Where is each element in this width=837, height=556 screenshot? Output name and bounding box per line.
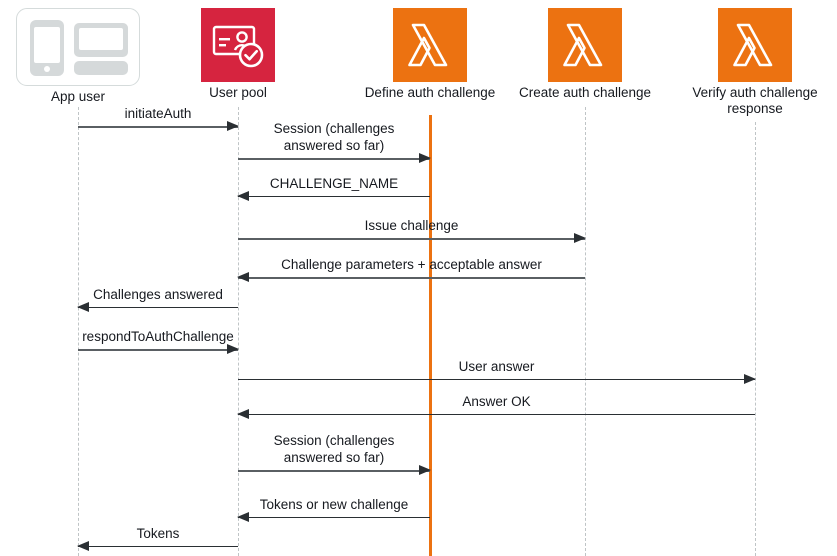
actor-app-user: App user xyxy=(3,8,153,105)
device-phone-and-desktop-icon xyxy=(16,8,140,86)
cognito-user-pool-icon xyxy=(201,8,275,82)
arrowhead-right-icon xyxy=(574,233,586,243)
actor-verify-auth-challenge-response: Verify auth challenge response xyxy=(673,8,837,117)
message-label: Challenge parameters + acceptable answer xyxy=(281,257,542,272)
actor-user-pool: User pool xyxy=(163,8,313,101)
arrowhead-left-icon xyxy=(237,191,249,201)
message-label: Tokens or new challenge xyxy=(259,497,409,512)
arrowhead-right-icon xyxy=(227,344,239,354)
lifeline-create-auth-challenge xyxy=(585,107,586,556)
phone-icon xyxy=(30,20,64,76)
actor-create-auth-challenge: Create auth challenge xyxy=(505,8,665,101)
message-label: User answer xyxy=(458,359,535,374)
lifeline-user-pool xyxy=(238,107,239,556)
aws-lambda-icon xyxy=(393,8,467,82)
message-label: CHALLENGE_NAME xyxy=(269,176,399,191)
message-label: initiateAuth xyxy=(124,106,192,121)
arrowhead-left-icon xyxy=(77,302,89,312)
monitor-icon xyxy=(74,23,128,57)
message-label: Answer OK xyxy=(462,394,531,409)
actor-label-user-pool: User pool xyxy=(209,85,267,100)
arrowhead-left-icon xyxy=(77,541,89,551)
message-label: Issue challenge xyxy=(364,218,459,233)
keyboard-icon xyxy=(74,61,128,75)
arrowhead-right-icon xyxy=(227,121,239,131)
aws-lambda-icon xyxy=(548,8,622,82)
actor-label-verify-auth-challenge-response: Verify auth challenge response xyxy=(692,85,818,116)
message-label: respondToAuthChallenge xyxy=(82,329,234,344)
arrowhead-left-icon xyxy=(237,272,249,282)
aws-lambda-icon xyxy=(718,8,792,82)
lifeline-app-user xyxy=(78,107,79,556)
message-label: Session (challenges answered so far) xyxy=(273,121,395,153)
actor-label-define-auth-challenge: Define auth challenge xyxy=(364,85,496,100)
arrowhead-right-icon xyxy=(419,465,431,475)
actor-label-create-auth-challenge: Create auth challenge xyxy=(518,85,652,100)
actor-define-auth-challenge: Define auth challenge xyxy=(350,8,510,101)
arrowhead-left-icon xyxy=(237,512,249,522)
lifeline-define-auth-challenge xyxy=(429,115,432,556)
actor-label-app-user: App user xyxy=(50,89,106,104)
lifeline-verify-auth-challenge-response xyxy=(755,122,756,556)
message-label: Challenges answered xyxy=(93,287,223,302)
message-label: Tokens xyxy=(136,526,180,541)
arrowhead-left-icon xyxy=(237,409,249,419)
arrowhead-right-icon xyxy=(744,374,756,384)
message-label: Session (challenges answered so far) xyxy=(273,433,395,465)
arrowhead-right-icon xyxy=(419,153,431,163)
